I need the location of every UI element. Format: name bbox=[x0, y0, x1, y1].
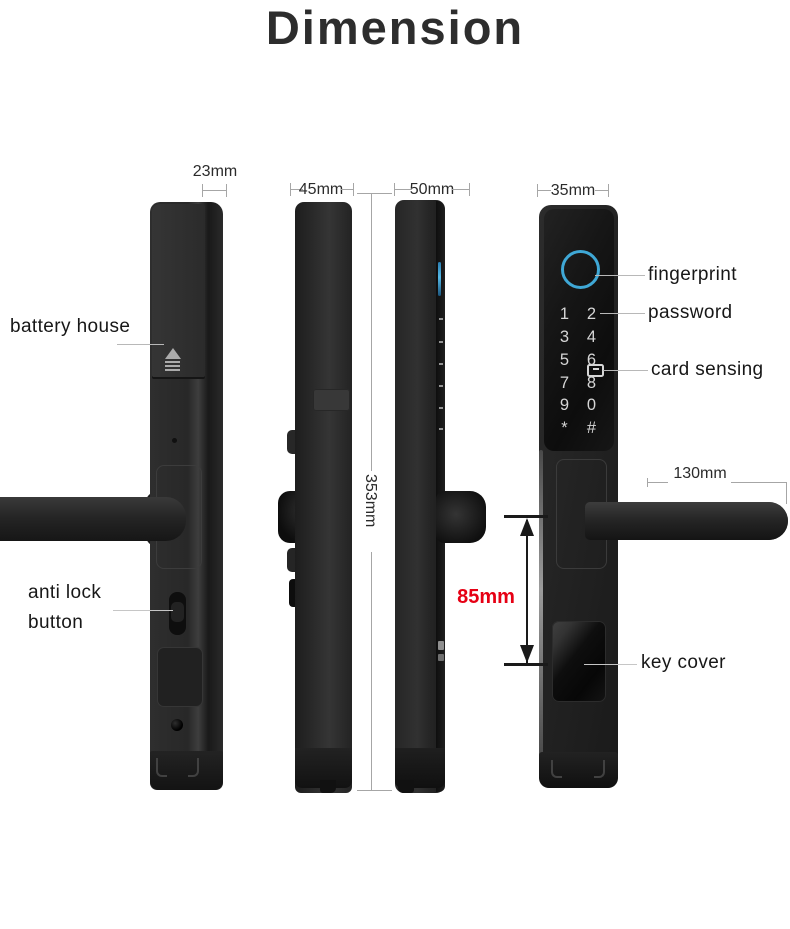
side-front-label-mark bbox=[438, 641, 444, 650]
dim-height-top-tick bbox=[357, 193, 392, 194]
battery-house-label: battery house bbox=[10, 316, 131, 337]
key-cover-panel bbox=[552, 621, 606, 702]
dim-handle-line bbox=[731, 482, 787, 483]
reset-hole bbox=[172, 438, 177, 443]
dim-back-thickness-line bbox=[202, 190, 227, 191]
card-sensing-pointer bbox=[603, 370, 648, 371]
fingerprint-edge-light bbox=[438, 262, 441, 296]
dim-tick bbox=[226, 184, 227, 197]
keypad-edge-mark bbox=[439, 341, 443, 343]
dim-front-side-line bbox=[394, 189, 412, 190]
slide-up-arrow-icon bbox=[165, 348, 181, 371]
password-pointer bbox=[600, 313, 645, 314]
dim-back-side-label: 45mm bbox=[298, 181, 344, 198]
dim-tick bbox=[469, 183, 470, 196]
battery-house-pointer bbox=[117, 344, 164, 345]
keypad-key: 0 bbox=[586, 396, 597, 415]
dim-tick bbox=[353, 183, 354, 196]
keypad: 1 2 3 4 5 6 7 8 9 0 * # bbox=[551, 303, 605, 440]
key-cover-label: key cover bbox=[641, 652, 726, 673]
card-sensing-label: card sensing bbox=[651, 359, 764, 380]
keypad-key: 3 bbox=[559, 327, 570, 346]
anti-lock-pointer bbox=[113, 610, 173, 611]
keypad-edge-mark bbox=[439, 385, 443, 387]
anti-lock-toggle-knob bbox=[171, 602, 184, 622]
keypad-key: 5 bbox=[559, 350, 570, 369]
dim-tick bbox=[647, 478, 648, 487]
keypad-edge-mark bbox=[439, 363, 443, 365]
keypad-edge-mark bbox=[439, 407, 443, 409]
dim-back-side-line bbox=[290, 189, 303, 190]
dim-height-line bbox=[371, 552, 372, 790]
keypad-key: 7 bbox=[559, 373, 570, 392]
front-screw-cover-right bbox=[594, 760, 605, 778]
dim-offset-shaft bbox=[526, 520, 528, 663]
side-back-toggle-nub bbox=[289, 579, 298, 607]
anti-lock-label-line1: anti lock bbox=[28, 582, 102, 603]
fingerprint-ring-icon bbox=[561, 250, 600, 289]
back-key-panel bbox=[157, 647, 203, 707]
keypad-key: * bbox=[561, 419, 568, 438]
dim-height-line bbox=[371, 193, 372, 471]
anti-lock-label-line2: button bbox=[28, 612, 84, 633]
dim-handle-line bbox=[647, 482, 668, 483]
side-front-foot bbox=[398, 780, 414, 793]
keypad-edge-mark bbox=[439, 318, 443, 320]
dim-height-bottom-tick bbox=[357, 790, 392, 791]
password-label: password bbox=[648, 302, 733, 323]
side-back-foot bbox=[320, 780, 336, 793]
keypad-key: 8 bbox=[586, 373, 597, 392]
dim-front-side-line bbox=[452, 189, 470, 190]
side-back-body bbox=[295, 202, 352, 793]
dim-tick bbox=[608, 184, 609, 197]
dim-front-width-line bbox=[537, 190, 551, 191]
dim-front-width-line bbox=[595, 190, 609, 191]
front-screw-cover-left bbox=[551, 760, 562, 778]
back-screw-cover-right bbox=[188, 758, 199, 777]
dim-back-side-line bbox=[341, 189, 354, 190]
fingerprint-label: fingerprint bbox=[648, 264, 737, 285]
dim-offset-bottom-tick bbox=[504, 663, 548, 666]
side-front-label-mark bbox=[438, 654, 444, 661]
rfid-card-icon-line bbox=[592, 368, 599, 370]
front-glass-panel bbox=[544, 209, 614, 451]
keypad-key: 6 bbox=[586, 350, 597, 369]
dim-offset-top-tick bbox=[504, 515, 548, 518]
dim-offset-label: 85mm bbox=[457, 586, 515, 608]
dim-tick bbox=[786, 482, 787, 504]
fingerprint-pointer bbox=[595, 275, 645, 276]
dim-handle-length-label: 130mm bbox=[673, 465, 727, 482]
dim-tick bbox=[202, 184, 203, 197]
dim-height-label: 353mm bbox=[362, 474, 379, 528]
rfid-card-icon bbox=[587, 364, 604, 377]
side-front-knob bbox=[436, 491, 486, 543]
back-screw-cover-left bbox=[156, 758, 167, 777]
keypad-key: # bbox=[586, 419, 597, 438]
dim-back-thickness-label: 23mm bbox=[192, 163, 238, 180]
side-back-battery-latch bbox=[313, 389, 350, 411]
front-handle-grip bbox=[585, 502, 788, 540]
key-cover-pointer bbox=[584, 664, 637, 665]
side-back-bump-top bbox=[287, 430, 297, 454]
back-bottom-cap bbox=[150, 751, 223, 790]
back-handle-grip bbox=[0, 497, 186, 541]
keypad-key: 1 bbox=[559, 305, 570, 324]
dim-offset-arrow-down bbox=[520, 645, 534, 663]
side-back-bump-bottom bbox=[287, 548, 297, 572]
front-side-silver-edge bbox=[539, 450, 543, 760]
keypad-key: 4 bbox=[586, 327, 597, 346]
keypad-key: 2 bbox=[586, 305, 597, 324]
dim-front-side-label: 50mm bbox=[409, 181, 455, 198]
keypad-key: 9 bbox=[559, 396, 570, 415]
back-cylinder-hole bbox=[171, 719, 183, 731]
keypad-edge-mark bbox=[439, 428, 443, 430]
page-title: Dimension bbox=[265, 1, 525, 54]
dim-front-width-label: 35mm bbox=[550, 182, 596, 199]
